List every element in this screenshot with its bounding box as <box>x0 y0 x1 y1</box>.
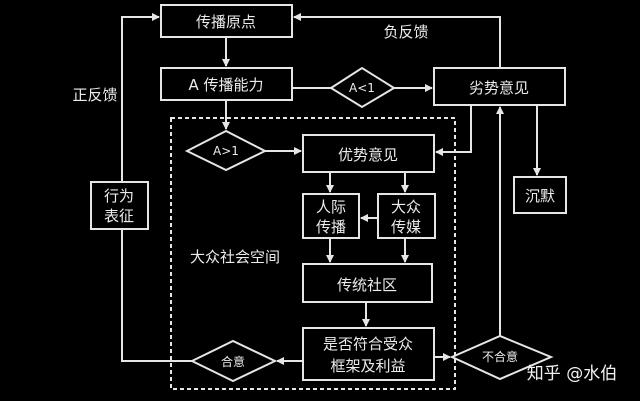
negative-feedback-label: 负反馈 <box>383 23 428 41</box>
node-silence-label: 沉默 <box>525 187 555 205</box>
node-mass-media-label-line2: 传媒 <box>391 218 421 236</box>
decision-disagree-label: 不合意 <box>482 349 518 364</box>
decision-a-less-than-1[interactable]: A<1 <box>329 66 396 109</box>
node-origin[interactable]: 传播原点 <box>160 4 293 38</box>
node-check-audience[interactable]: 是否符合受众 框架及利益 <box>302 327 435 381</box>
public-space-label: 大众社会空间 <box>190 248 280 266</box>
node-dominant-opinion[interactable]: 优势意见 <box>302 134 435 173</box>
positive-feedback-label: 正反馈 <box>72 86 117 104</box>
node-check-audience-label-line1: 是否符合受众 <box>323 335 413 353</box>
decision-disagree[interactable]: 不合意 <box>449 334 554 381</box>
node-ability[interactable]: A 传播能力 <box>160 67 293 101</box>
decision-a-greater-than-1[interactable]: A>1 <box>184 129 268 172</box>
node-community[interactable]: 传统社区 <box>302 263 433 303</box>
node-silence[interactable]: 沉默 <box>513 176 567 214</box>
watermark: 知乎 @水伯 <box>527 364 617 384</box>
line-agree-to-behavior <box>121 229 192 362</box>
node-inferior-opinion[interactable]: 劣势意见 <box>433 67 566 106</box>
arrow-negative-feedback <box>293 13 501 68</box>
node-interpersonal-label-line2: 传播 <box>316 218 346 236</box>
node-dominant-opinion-label: 优势意见 <box>338 146 398 164</box>
node-interpersonal[interactable]: 人际 传播 <box>302 193 360 239</box>
node-inferior-opinion-label: 劣势意见 <box>469 79 529 97</box>
node-ability-label: A 传播能力 <box>188 76 263 94</box>
node-behavior-label-line1: 行为 <box>104 187 134 205</box>
node-mass-media-label-line1: 大众 <box>391 198 421 216</box>
node-check-audience-label-line2: 框架及利益 <box>330 357 405 375</box>
decision-a-greater-than-1-label: A>1 <box>213 144 239 158</box>
decision-a-less-than-1-label: A<1 <box>349 81 375 95</box>
decision-agree-label: 合意 <box>221 354 245 369</box>
decision-agree[interactable]: 合意 <box>189 339 278 383</box>
arrow-positive-feedback <box>121 13 160 182</box>
node-community-label: 传统社区 <box>337 276 397 294</box>
node-origin-label: 传播原点 <box>196 13 256 31</box>
public-space-region <box>170 117 456 390</box>
node-interpersonal-label-line1: 人际 <box>316 198 346 216</box>
arrow-inferior-to-dominant <box>435 105 472 156</box>
node-behavior-label-line2: 表征 <box>104 207 134 225</box>
node-mass-media[interactable]: 大众 传媒 <box>377 193 436 239</box>
connectors <box>121 13 541 365</box>
node-behavior[interactable]: 行为 表征 <box>90 181 149 230</box>
